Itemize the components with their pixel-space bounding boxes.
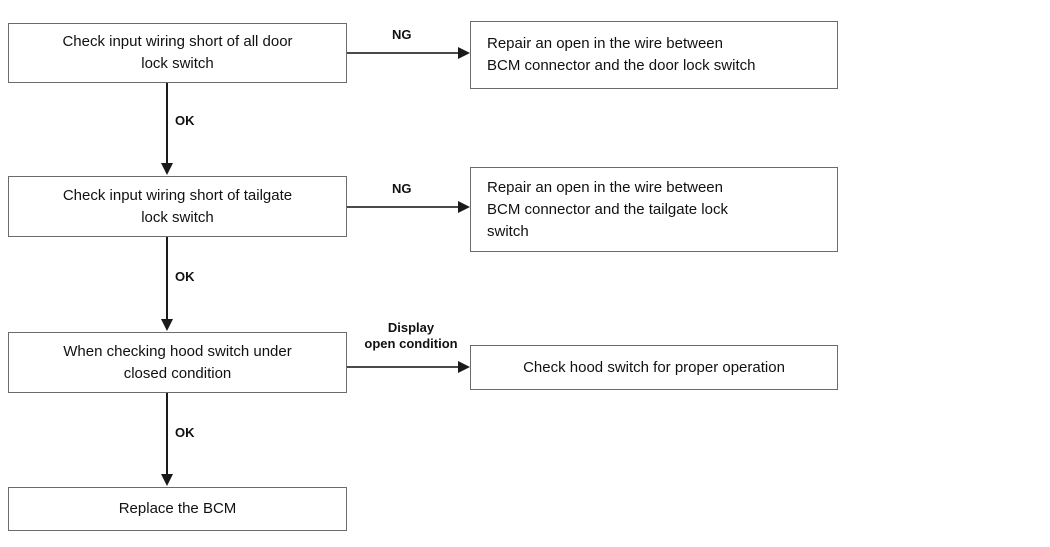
edge-label-ok-2: OK (175, 269, 195, 284)
node-check-tailgate-lock: Check input wiring short of tailgate loc… (8, 176, 347, 237)
node-replace-bcm: Replace the BCM (8, 487, 347, 531)
arrowhead-ng-2 (458, 201, 470, 213)
connector-ok-2 (166, 237, 168, 319)
connector-display-open-condition (347, 366, 458, 368)
node-check-door-lock: Check input wiring short of all door loc… (8, 23, 347, 83)
edge-label-ng-2: NG (392, 181, 412, 196)
arrowhead-ok-1 (161, 163, 173, 175)
node-check-hood-switch-operation: Check hood switch for proper operation (470, 345, 838, 390)
node-check-hood-switch-closed: When checking hood switch under closed c… (8, 332, 347, 393)
arrowhead-ok-3 (161, 474, 173, 486)
connector-ng-2 (347, 206, 458, 208)
connector-ok-1 (166, 83, 168, 165)
edge-label-display-open-condition: Display open condition (364, 320, 458, 351)
arrowhead-ng-1 (458, 47, 470, 59)
connector-ok-3 (166, 393, 168, 475)
arrowhead-ok-2 (161, 319, 173, 331)
connector-ng-1 (347, 52, 458, 54)
edge-label-ng-1: NG (392, 27, 412, 42)
node-repair-tailgate-lock: Repair an open in the wire between BCM c… (470, 167, 838, 252)
edge-label-ok-3: OK (175, 425, 195, 440)
edge-label-ok-1: OK (175, 113, 195, 128)
node-repair-door-lock: Repair an open in the wire between BCM c… (470, 21, 838, 89)
arrowhead-display-open-condition (458, 361, 470, 373)
